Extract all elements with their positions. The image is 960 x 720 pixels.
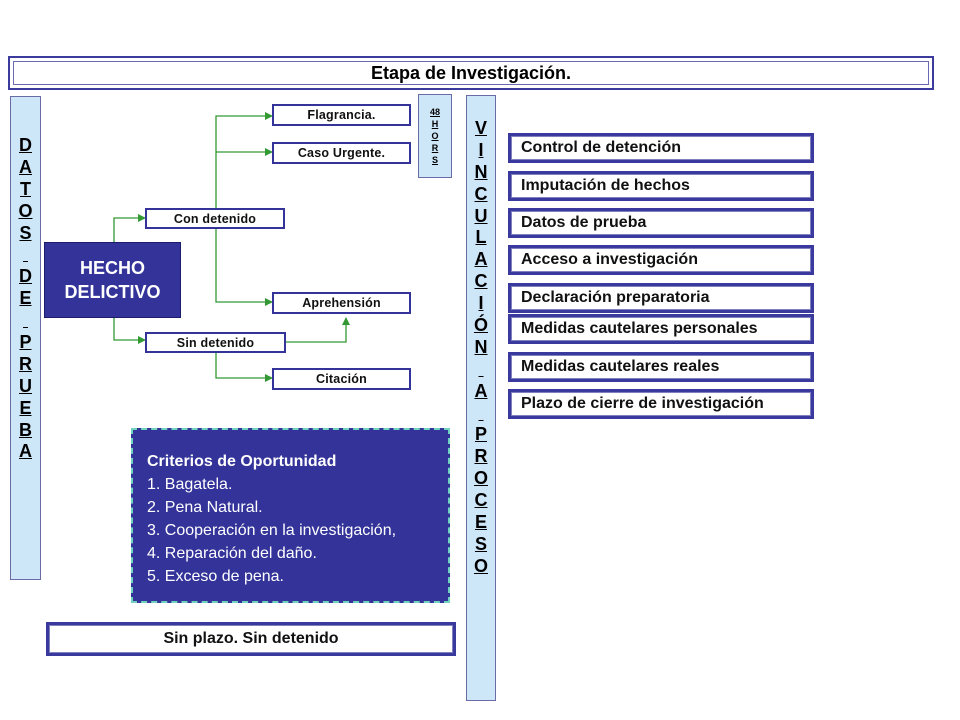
datos-prueba-letter: D	[19, 135, 32, 155]
datos-prueba-letter: A	[19, 156, 32, 177]
vinculacion-letter: O	[473, 555, 488, 576]
horas-letter: H	[431, 119, 439, 129]
criterio-item: 1. Bagatela.	[147, 476, 233, 493]
vinculacion-letter: V	[474, 118, 487, 138]
vinculacion-letter: N	[474, 161, 488, 182]
vinculacion-letter: Ó	[473, 315, 488, 336]
item-acceso-investigacion: Acceso a investigación	[508, 245, 814, 275]
con-detenido-box: Con detenido	[145, 208, 285, 229]
item-medidas-cautelares-reales: Medidas cautelares reales	[508, 352, 814, 382]
hecho-line-2: DELICTIVO	[64, 282, 161, 302]
hecho-line-1: HECHO	[79, 258, 145, 278]
vinculacion-letter: U	[474, 205, 488, 226]
datos-prueba-letter: A	[19, 441, 32, 462]
vinculacion-letter: C	[474, 271, 488, 292]
datos-prueba-letter: T	[20, 178, 31, 199]
connector-to-citacion	[215, 352, 273, 382]
connector-to-flagrancia	[215, 112, 273, 208]
horas-letter: O	[431, 131, 439, 141]
criterio-item: 3. Cooperación en la investigación,	[147, 522, 397, 539]
datos-prueba-letter: R	[19, 353, 32, 374]
vinculacion-letter: I	[478, 293, 484, 314]
datos-prueba-letter: S	[19, 222, 32, 243]
vinculacion-letter: A	[474, 380, 488, 401]
connector-hecho-con-detenido	[113, 214, 146, 242]
stage-title: Etapa de Investigación.	[8, 56, 934, 90]
datos-prueba-letter: U	[19, 375, 32, 396]
connector-sin-detenido-aprehension	[286, 317, 350, 343]
datos-prueba-letter: E	[19, 397, 32, 418]
horas-letter: R	[431, 143, 439, 153]
vinculacion-letter: O	[473, 468, 488, 489]
horas-letter: 48	[429, 107, 440, 117]
criterio-item: 5. Exceso de pena.	[147, 568, 284, 585]
criterio-item: 2. Pena Natural.	[147, 499, 263, 516]
vinculacion-letter: I	[478, 139, 484, 160]
vinculacion-letter: P	[474, 424, 487, 445]
sin-plazo-box: Sin plazo. Sin detenido	[46, 622, 456, 656]
criterios-title: Criterios de Oportunidad	[147, 453, 337, 470]
hecho-delictivo-box: HECHO DELICTIVO	[44, 242, 181, 318]
item-declaracion-preparatoria: Declaración preparatoria	[508, 283, 814, 313]
datos-prueba-letter: O	[18, 200, 33, 221]
sin-detenido-box: Sin detenido	[145, 332, 286, 353]
datos-prueba-letter: E	[19, 288, 32, 309]
vinculacion-letter: S	[474, 533, 487, 554]
flagrancia-box: Flagrancia.	[272, 104, 411, 126]
vinculacion-letter: R	[474, 446, 488, 467]
horas-letter: S	[431, 155, 438, 165]
connector-to-aprehension	[215, 228, 273, 306]
criterio-item: 4. Reparación del daño.	[147, 545, 317, 562]
vinculacion-letter: L	[475, 227, 487, 248]
connector-hecho-sin-detenido	[113, 318, 146, 344]
criterios-oportunidad-box: Criterios de Oportunidad 1. Bagatela. 2.…	[131, 428, 450, 603]
citacion-box: Citación	[272, 368, 411, 390]
datos-prueba-letter: D	[19, 266, 32, 287]
datos-prueba-letter: B	[19, 419, 32, 440]
aprehension-box: Aprehensión	[272, 292, 411, 314]
datos-prueba-letter: P	[19, 332, 32, 353]
item-plazo-cierre: Plazo de cierre de investigación	[508, 389, 814, 419]
item-imputacion-hechos: Imputación de hechos	[508, 171, 814, 201]
vinculacion-letter: A	[474, 249, 488, 270]
item-medidas-cautelares-personales: Medidas cautelares personales	[508, 314, 814, 344]
vinculacion-letter: E	[474, 512, 487, 533]
item-datos-prueba: Datos de prueba	[508, 208, 814, 238]
caso-urgente-box: Caso Urgente.	[272, 142, 411, 164]
vinculacion-letter: C	[474, 183, 488, 204]
vinculacion-letter: N	[474, 336, 488, 357]
item-control-detencion: Control de detención	[508, 133, 814, 163]
vinculacion-letter: C	[474, 490, 488, 511]
